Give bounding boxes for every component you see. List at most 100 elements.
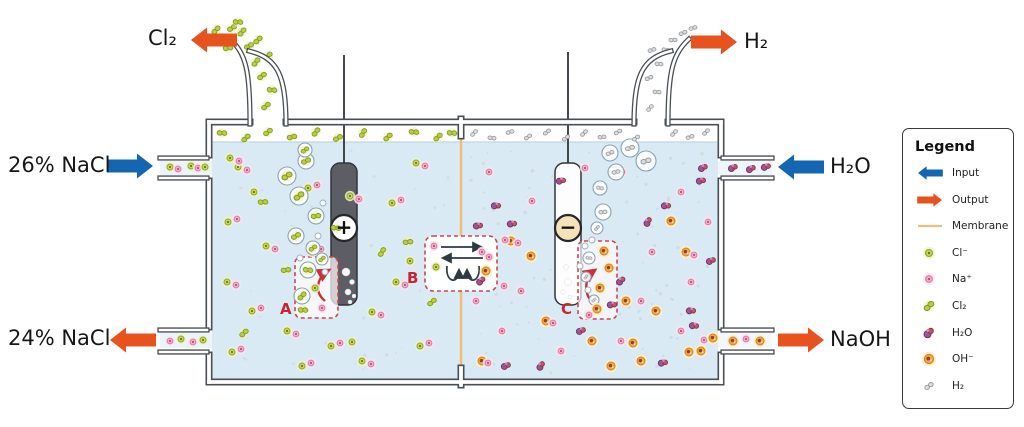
cl2-molecule-particle — [330, 223, 342, 233]
h2-molecule-particle — [668, 37, 678, 43]
cl2-molecule-particle — [239, 328, 249, 338]
gas-bubble — [296, 254, 304, 262]
output-arrow-glyph — [917, 192, 942, 207]
electrode-gas-dot — [344, 288, 352, 296]
h2-molecule-particle — [580, 129, 588, 137]
gas-bubble — [588, 236, 596, 244]
legend-title: Legend — [915, 139, 975, 155]
cl-ion-particle — [260, 240, 272, 252]
nacl-output-label: 24% NaCl — [8, 326, 111, 350]
h2-molecule-particle — [470, 129, 478, 137]
h2o-molecule-particle — [685, 307, 697, 315]
na-ion-particle — [482, 357, 494, 369]
cl-ion-particle — [222, 216, 234, 228]
na-ion-particle — [187, 336, 199, 348]
cl-ion-particle — [366, 306, 378, 318]
oh-ion-particle — [619, 294, 633, 308]
particles-layer — [164, 17, 771, 373]
h2-bubble — [601, 144, 619, 162]
region-a-label: A — [280, 300, 292, 318]
cl-ion-icon — [923, 246, 935, 259]
na-ion-particle — [688, 249, 700, 261]
output-arrow-icon — [917, 192, 942, 207]
na-ion-particle — [235, 343, 247, 355]
na-ion-particle — [555, 345, 567, 357]
legend-item-label: Input — [952, 167, 980, 179]
cl2-output-arrow — [191, 27, 237, 53]
flow-arrows-layer — [107, 27, 824, 353]
cl-ion-particle — [346, 336, 358, 348]
oh-ion-particle — [664, 214, 678, 228]
na-ion-particle — [470, 295, 482, 307]
legend-item-output: Output — [915, 192, 1007, 208]
h2-molecule-glyph — [924, 381, 934, 390]
h2-bubble — [580, 271, 592, 283]
na-ion-particle — [255, 302, 267, 314]
na-ion-particle — [230, 279, 242, 291]
oh-ion-glyph — [921, 351, 937, 367]
cl2-molecule-particle — [427, 297, 437, 307]
membrane-transport-arrows — [440, 241, 484, 281]
gas-bubble — [581, 242, 589, 250]
oh-ion-particle — [524, 249, 538, 263]
cl2-molecule-particle — [232, 17, 244, 27]
na-ion-particle — [483, 251, 495, 263]
na-ion-particle — [496, 325, 508, 337]
region-c-label: C — [561, 300, 573, 318]
cl2-molecule-particle — [280, 265, 292, 275]
cl2-molecule-particle — [311, 127, 321, 137]
na-ion-particle — [615, 335, 627, 347]
h2o-molecule-particle — [555, 177, 566, 185]
h2-output-arrow — [691, 29, 737, 55]
h2-molecule-particle — [647, 47, 657, 53]
input-arrow-glyph — [918, 166, 943, 180]
na-ion-particle — [698, 334, 710, 346]
oh-blocked-arrow — [461, 265, 480, 281]
cl2-bubble — [297, 152, 315, 170]
na-ion-particle — [305, 357, 317, 369]
cl2-output-label: Cl₂ — [148, 26, 177, 50]
h2o-molecule-particle — [657, 359, 668, 367]
cl-ion-particle — [248, 186, 260, 198]
h2-molecule-icon — [924, 381, 934, 390]
cl2-molecule-particle — [332, 133, 344, 143]
legend-item-na: Na⁺ — [915, 271, 1007, 287]
cathode-terminal — [553, 213, 583, 243]
h2o-molecule-particle — [760, 163, 771, 171]
na-ion-particle — [498, 280, 510, 292]
na-ion-particle — [395, 194, 407, 206]
cl2-molecule-particle — [237, 27, 247, 37]
legend-item-membrane: Membrane — [915, 218, 1008, 234]
h2o-molecule-particle — [695, 177, 706, 185]
gas-bubble — [576, 262, 584, 270]
h2o-molecule-particle — [697, 164, 708, 173]
cl-ion-particle — [410, 157, 422, 169]
cl2-bubble — [293, 287, 311, 305]
cl2-molecule-icon — [923, 300, 935, 312]
h2o-molecule-particle — [606, 301, 618, 309]
na-ion-particle — [635, 295, 647, 307]
cl-ion-particle — [404, 255, 416, 267]
legend-item-cl: Cl⁻ — [915, 245, 1007, 261]
h2-bubble — [620, 138, 640, 158]
na-ion-particle — [515, 285, 527, 297]
na-ion-particle — [740, 333, 752, 345]
cl-ion-particle — [226, 346, 238, 358]
na-ion-particle — [583, 309, 595, 321]
na-ion-particle — [172, 163, 184, 175]
cl2-molecule-particle — [263, 127, 273, 137]
cl2-molecule-particle — [297, 305, 309, 315]
na-ion-particle — [547, 317, 559, 329]
electrode-gas-dot — [351, 293, 357, 299]
oh-ion-particle — [479, 264, 493, 278]
oh-ion-particle — [706, 331, 720, 345]
oh-ion-particle — [626, 336, 640, 350]
na-ion-particle — [702, 216, 714, 228]
na-ion-particle — [675, 325, 687, 337]
h2o-molecule-particle — [490, 202, 502, 210]
h2o-molecule-particle — [643, 217, 652, 227]
na-ion-glyph — [923, 273, 935, 286]
cl-ion-particle — [164, 161, 176, 173]
